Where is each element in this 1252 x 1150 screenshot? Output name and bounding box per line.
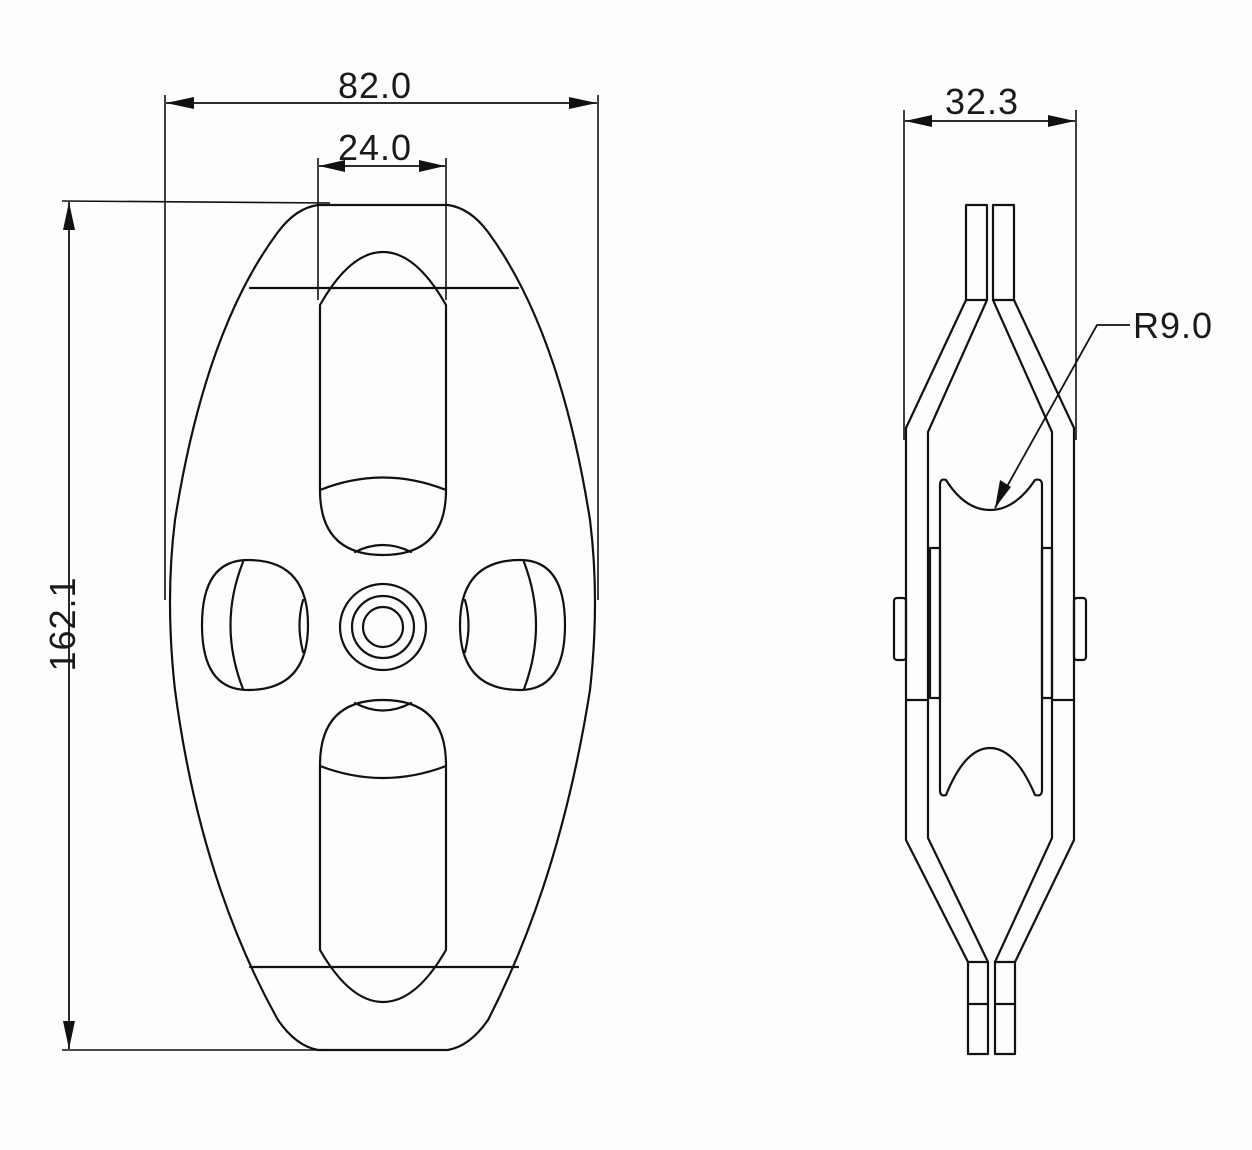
side-bushing-left	[928, 546, 942, 700]
left-hole	[200, 558, 310, 692]
dim-label-height: 162.1	[42, 576, 83, 672]
dim-label-thickness: 32.3	[945, 81, 1020, 122]
side-top-tab-right	[991, 203, 1016, 302]
dim-label-slot-width: 24.0	[338, 127, 413, 168]
front-body-outline	[168, 203, 597, 1052]
side-bushing-right	[1040, 546, 1054, 700]
right-hole	[458, 558, 567, 692]
side-bottom-tab-right	[993, 960, 1017, 1056]
radius-leader-line	[994, 324, 1130, 509]
side-bolt-left	[892, 596, 908, 662]
side-bottom-tab-left	[966, 960, 990, 1056]
bottom-slot-lip	[353, 701, 413, 712]
side-left-plate-inner	[926, 298, 990, 964]
top-slot-outline	[318, 250, 448, 557]
bottom-slot-curve	[318, 764, 448, 780]
side-left-plate-outer	[904, 298, 970, 964]
dim-label-groove-radius: R9.0	[1133, 305, 1214, 346]
bottom-slot-outline	[318, 698, 448, 1004]
dim-label-width: 82.0	[338, 65, 413, 106]
center-axle	[338, 582, 428, 672]
front-view	[61, 95, 599, 1052]
side-right-plate-inner	[991, 298, 1054, 964]
top-slot-curve	[318, 476, 448, 492]
side-right-plate-outer	[1012, 298, 1076, 964]
top-slot-lip	[353, 543, 413, 554]
side-view	[892, 110, 1130, 1056]
side-top-tab-left	[964, 203, 989, 302]
side-sheave	[938, 478, 1044, 797]
ext-line-top	[61, 200, 331, 204]
side-bolt-right	[1072, 596, 1088, 662]
